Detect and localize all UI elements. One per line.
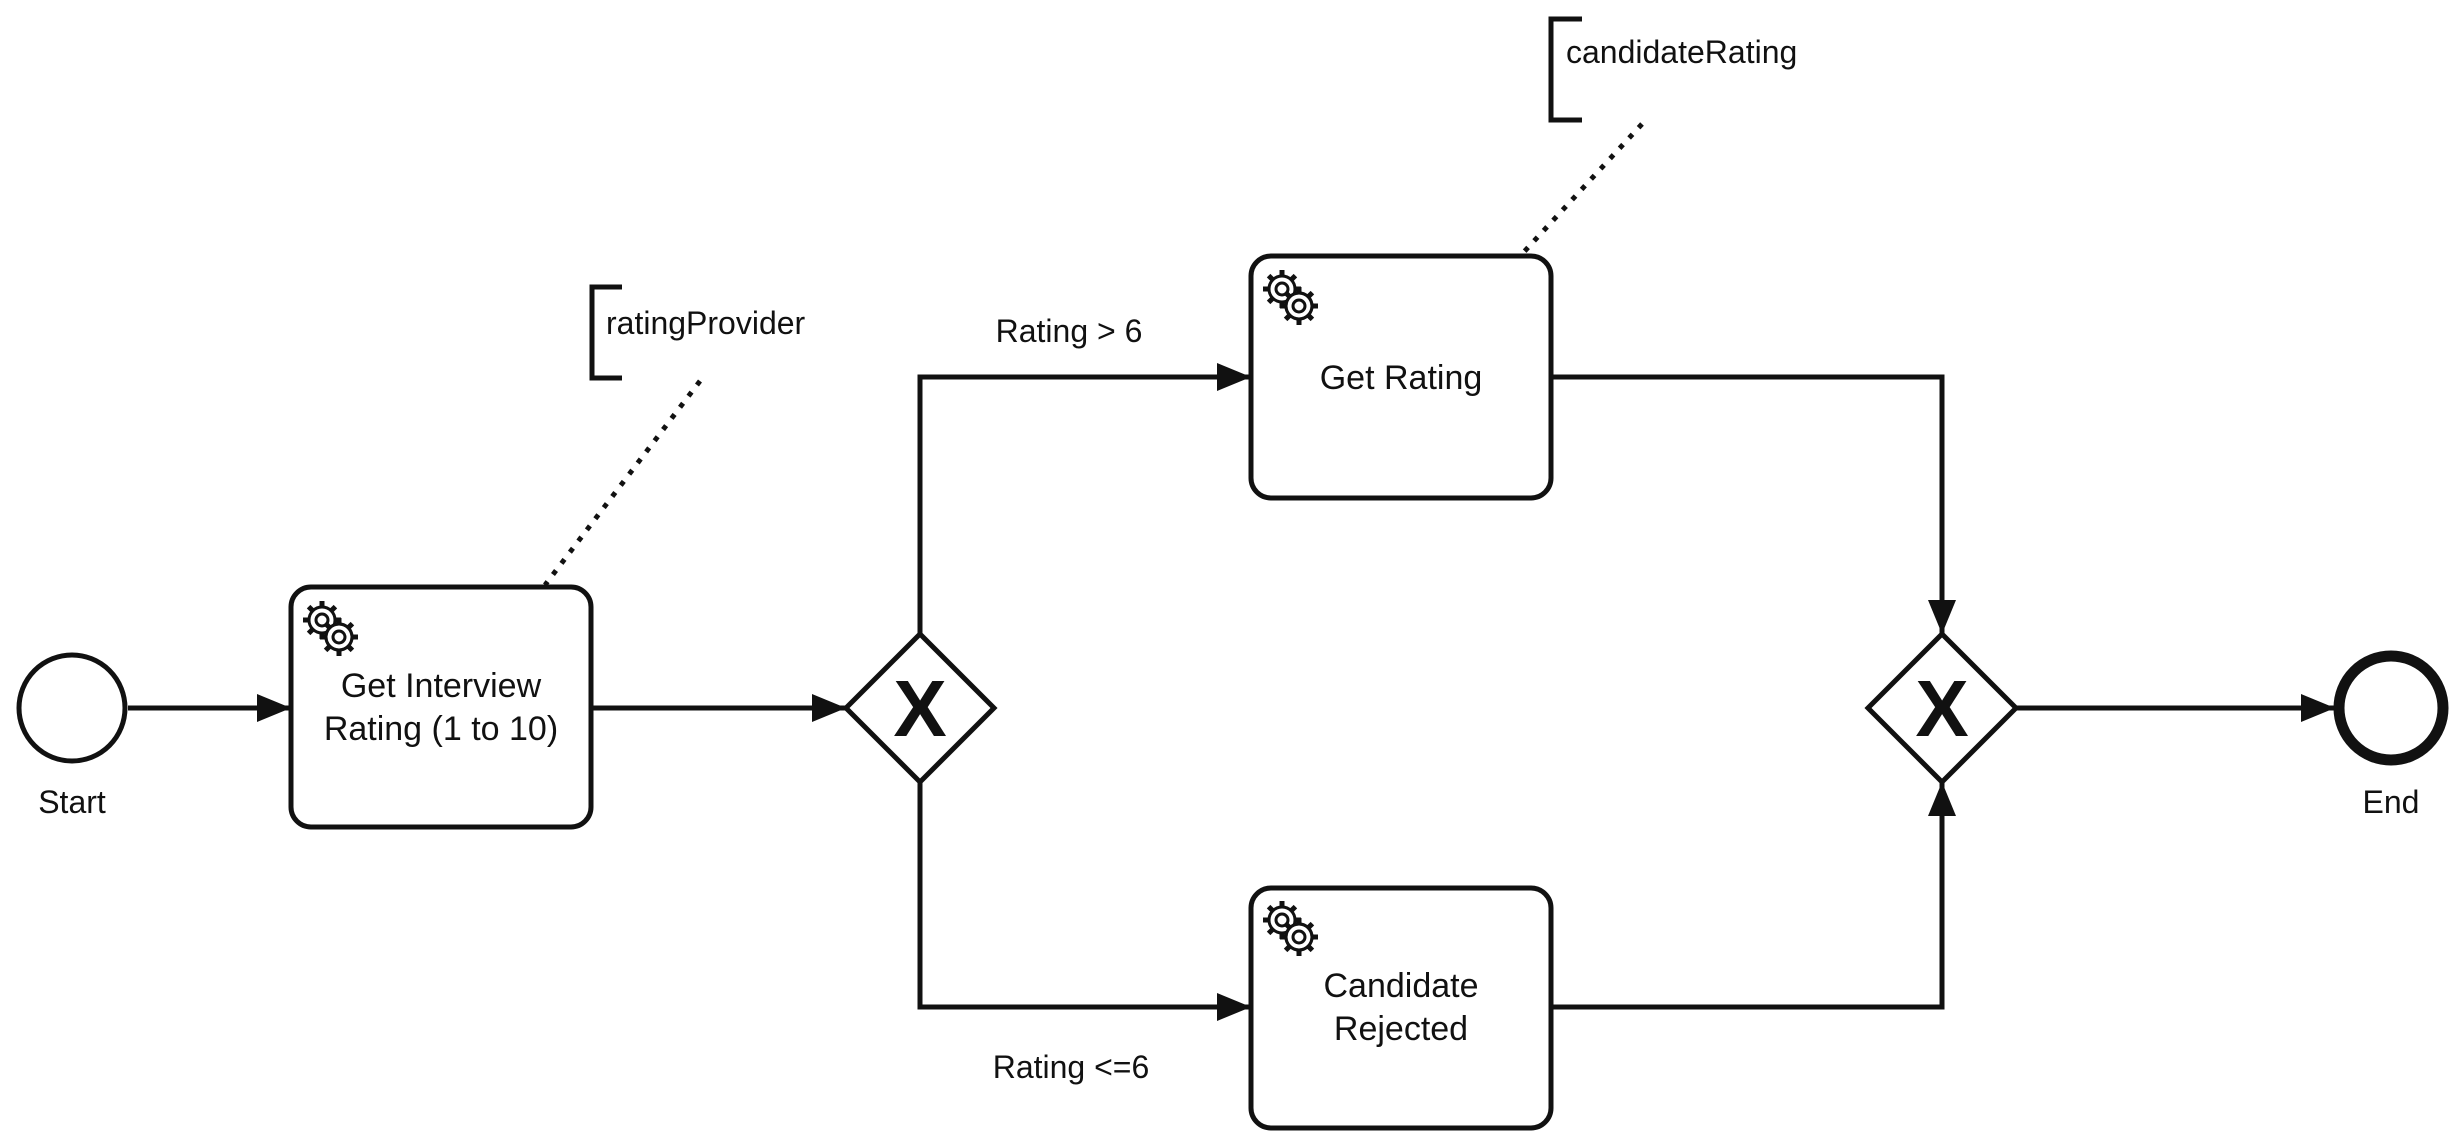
- task-box: [1248, 885, 1554, 1131]
- text-annotation-rating-provider[interactable]: ratingProvider: [589, 284, 806, 381]
- task-get-rating[interactable]: Get Rating: [1248, 253, 1554, 501]
- flow-label-rating-gt-6: Rating > 6: [996, 313, 1143, 349]
- gateway-x-marker: X: [1915, 664, 1968, 753]
- task-get-interview-rating[interactable]: Get Interview Rating (1 to 10): [288, 584, 594, 830]
- start-event[interactable]: Start: [16, 652, 128, 820]
- start-event-circle: [16, 652, 128, 764]
- task-box: [288, 584, 594, 830]
- gateway-diamond: [1864, 630, 2020, 786]
- flow-label-rating-le-6: Rating <=6: [993, 1049, 1150, 1085]
- task-box: [1248, 253, 1554, 501]
- association-rating-provider[interactable]: [543, 379, 702, 587]
- sequence-flows: [128, 363, 2335, 1021]
- task-label-line-2: Rating (1 to 10): [324, 710, 558, 748]
- flow-rating-gt-6[interactable]: [917, 363, 1251, 634]
- task-label-line-1: Candidate: [1323, 967, 1478, 1005]
- gateway-x-marker: X: [893, 664, 946, 753]
- exclusive-gateway-merge[interactable]: X: [1864, 630, 2020, 786]
- task-label-line-1: Get Interview: [341, 667, 542, 705]
- end-event-circle: [2333, 650, 2449, 766]
- exclusive-gateway-split[interactable]: X: [842, 630, 998, 786]
- annotation-bracket: [589, 284, 622, 381]
- annotation-bracket: [1548, 16, 1582, 123]
- association-candidate-rating[interactable]: [1520, 122, 1644, 256]
- task-label: Get Rating: [1320, 359, 1483, 397]
- task-candidate-rejected[interactable]: Candidate Rejected: [1248, 885, 1554, 1131]
- end-event-label: End: [2363, 784, 2420, 820]
- flow-rating-le-6[interactable]: [917, 782, 1251, 1021]
- annotation-label: candidateRating: [1566, 34, 1797, 70]
- task-label-line-2: Rejected: [1334, 1010, 1468, 1048]
- text-annotation-candidate-rating[interactable]: candidateRating: [1548, 16, 1797, 123]
- start-event-label: Start: [38, 784, 106, 820]
- annotation-label: ratingProvider: [606, 305, 806, 341]
- end-event[interactable]: End: [2333, 650, 2449, 820]
- annotation-associations: [543, 122, 1644, 587]
- flow-candidate-rejected-to-merge-gateway[interactable]: [1552, 782, 1956, 1010]
- gateway-diamond: [842, 630, 998, 786]
- flow-get-rating-to-merge-gateway[interactable]: [1552, 374, 1956, 634]
